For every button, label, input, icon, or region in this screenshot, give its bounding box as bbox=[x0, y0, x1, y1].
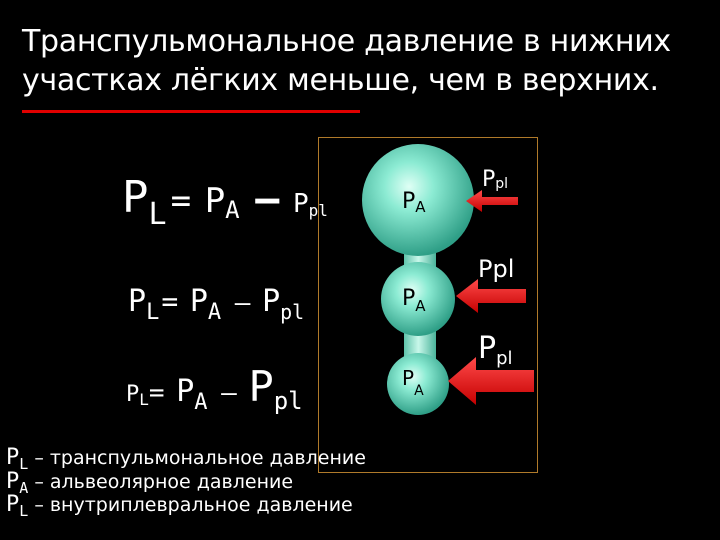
legend-3-symbol: P bbox=[6, 492, 20, 517]
eq3-lhs-sub: L bbox=[139, 390, 149, 409]
eq3-ppl: P bbox=[248, 362, 274, 411]
pleural-arrow-top bbox=[466, 190, 518, 212]
alveolus-bottom-label: PA bbox=[402, 366, 424, 399]
legend-row-ppl: PL – внутриплевральное давление bbox=[6, 492, 353, 521]
equation-medium: PL= PA – Ppl bbox=[128, 284, 304, 325]
eq1-pa: P bbox=[204, 181, 226, 221]
legend-3-text: – внутриплевральное давление bbox=[28, 494, 353, 516]
eq1-minus: – bbox=[255, 176, 280, 222]
eq1-lhs: P bbox=[122, 172, 149, 223]
eq2-ppl-sub: pl bbox=[280, 300, 305, 324]
pleural-label-bottom: Ppl bbox=[478, 331, 513, 369]
eq3-minus: – bbox=[221, 378, 237, 408]
equation-small: PL= PA – Ppl bbox=[126, 362, 303, 415]
legend-2-text: – альвеолярное давление bbox=[28, 471, 294, 493]
eq1-lhs-sub: L bbox=[148, 197, 167, 232]
eq3-ppl-sub: pl bbox=[273, 387, 303, 415]
legend-3-sub: L bbox=[19, 502, 29, 520]
eq2-lhs-sub: L bbox=[146, 300, 160, 325]
eq2-pa: P bbox=[189, 284, 208, 319]
diagram-frame bbox=[318, 137, 538, 473]
eq3-lhs: P bbox=[126, 382, 140, 407]
alveolus-middle bbox=[381, 262, 455, 336]
legend-1-symbol: P bbox=[6, 445, 20, 470]
pleural-arrow-bottom bbox=[448, 357, 534, 405]
equation-large: PL= PA – Ppl bbox=[122, 172, 328, 232]
legend-1-text: – транспульмональное давление bbox=[28, 447, 366, 469]
title-underline bbox=[22, 110, 360, 113]
pleural-arrow-middle bbox=[456, 279, 526, 313]
eq3-equals: = bbox=[148, 378, 165, 408]
eq1-ppl: P bbox=[293, 189, 309, 219]
eq2-lhs: P bbox=[128, 284, 147, 319]
eq2-minus: – bbox=[234, 288, 251, 318]
slide-title: Транспульмональное давление в нижних уча… bbox=[22, 24, 671, 98]
alveolus-bottom bbox=[387, 353, 449, 415]
eq2-equals: = bbox=[161, 285, 179, 318]
legend-2-sub: A bbox=[19, 479, 29, 497]
pleural-label-top: Ppl bbox=[482, 167, 508, 192]
alveolus-top-label: PA bbox=[402, 189, 426, 216]
alveolus-top bbox=[362, 144, 474, 256]
legend-row-pl: PL – транспульмональное давление bbox=[6, 445, 366, 474]
eq1-equals: = bbox=[170, 181, 192, 221]
eq1-pa-sub: A bbox=[225, 196, 240, 224]
legend-2-symbol: P bbox=[6, 469, 20, 494]
eq3-pa: P bbox=[176, 374, 195, 409]
legend-1-sub: L bbox=[19, 455, 29, 473]
alveolus-middle-label: PA bbox=[402, 286, 426, 315]
pleural-label-middle: Ppl bbox=[478, 255, 514, 283]
eq2-pa-sub: A bbox=[207, 300, 222, 325]
legend-row-pa: PA – альвеолярное давление bbox=[6, 469, 294, 498]
eq3-pa-sub: A bbox=[194, 390, 208, 415]
eq2-ppl: P bbox=[262, 284, 281, 319]
